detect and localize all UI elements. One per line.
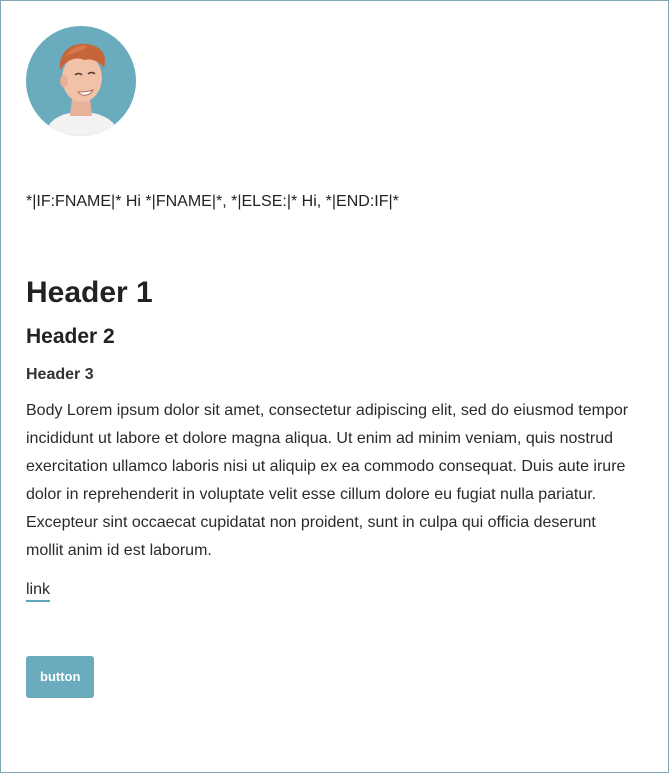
header-2: Header 2 (26, 325, 115, 348)
email-content: *|IF:FNAME|* Hi *|FNAME|*, *|ELSE:|* Hi,… (26, 26, 636, 698)
avatar (26, 26, 136, 136)
avatar-photo-icon (26, 26, 136, 136)
merge-tag-greeting: *|IF:FNAME|* Hi *|FNAME|*, *|ELSE:|* Hi,… (26, 193, 399, 210)
text-link[interactable]: link (26, 580, 51, 602)
cta-button[interactable]: button (26, 656, 95, 698)
header-1: Header 1 (26, 276, 153, 309)
body-paragraph: Body Lorem ipsum dolor sit amet, consect… (26, 402, 629, 559)
header-3: Header 3 (26, 366, 94, 383)
